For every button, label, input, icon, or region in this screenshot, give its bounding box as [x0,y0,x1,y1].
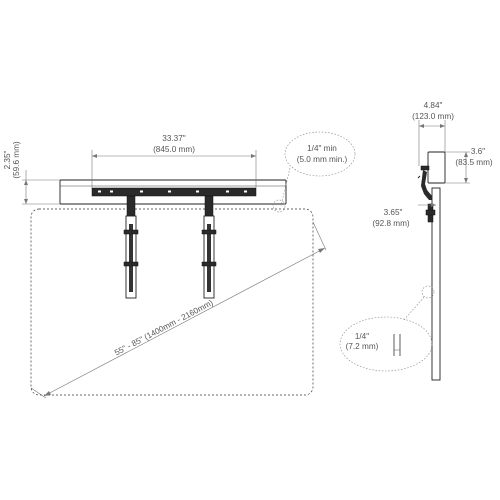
tv-size-range: 55" - 85" (1400mm - 2160mm) [113,298,215,357]
gap-min-mm: (5.0 mm min.) [297,155,348,164]
tv-outline [30,208,314,396]
side-gap-mm: (7.2 mm) [346,342,379,351]
soundbar-side [427,151,446,184]
side-gap-callout: 1/4" (7.2 mm) [339,285,435,372]
bar-width-inches: 33.37" [162,134,185,143]
bar-width-dimension: 33.37" (845.0 mm) [91,134,257,188]
left-mounting-arm [123,195,139,299]
side-depth-inches: 4.84" [424,101,443,110]
side-gap-inches: 1/4" [355,332,369,341]
side-bracket [417,165,436,223]
side-depth-mm: (123.0 mm) [412,112,454,121]
side-offset-dimension: 3.65" (92.8 mm) [372,203,436,228]
bar-height-mm: (59.6 mm) [12,141,21,179]
side-offset-mm: (92.8 mm) [372,219,410,228]
side-offset-inches: 3.65" [384,208,403,217]
bracket-holes [98,190,247,193]
gap-callout: 1/4" min (5.0 mm min.) [272,131,356,213]
bracket-bar [91,187,257,197]
right-mounting-arm [201,195,217,299]
gap-min-inches: 1/4" min [307,144,337,153]
side-height-inches: 3.6" [471,147,485,156]
tv-side-profile [431,187,441,381]
bar-height-dimension: 2.35" (59.6 mm) [3,141,60,205]
side-height-mm: (83.5 mm) [455,158,493,167]
bar-height-inches: 2.35" [3,150,12,169]
side-depth-dimension: 4.84" (123.0 mm) [412,101,454,166]
front-view: 33.37" (845.0 mm) 2.35" (59.6 mm) 1/4" m… [3,131,356,399]
bar-width-mm: (845.0 mm) [153,145,195,154]
tv-diagonal-dimension: 55" - 85" (1400mm - 2160mm) [30,221,327,399]
side-height-dimension: 3.6" (83.5 mm) [445,147,493,184]
side-view: 4.84" (123.0 mm) 3.6" (83.5 mm) 3.65" (9… [339,101,493,381]
